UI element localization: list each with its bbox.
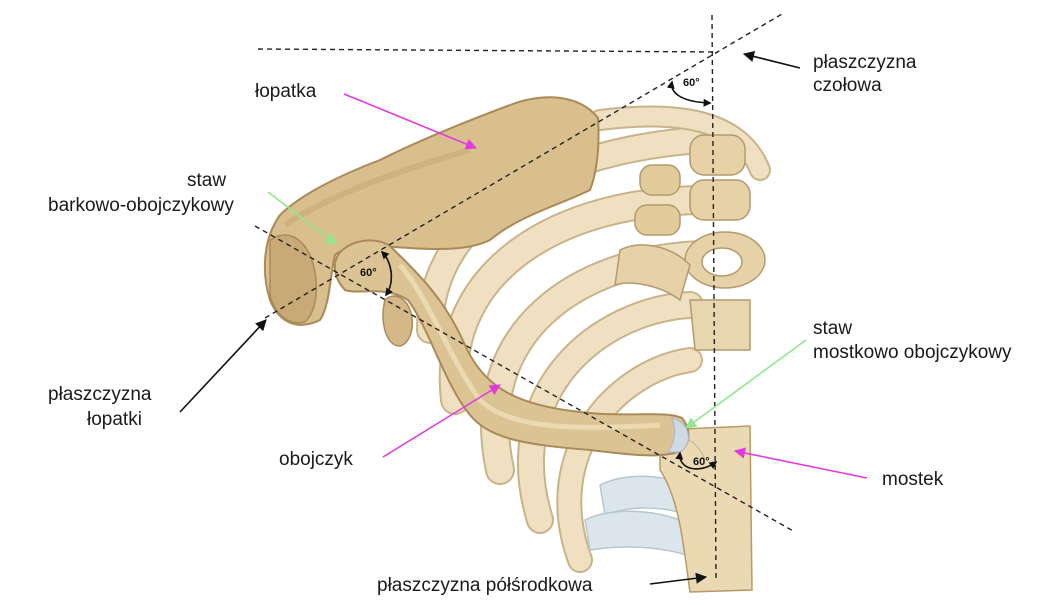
pointer-sternum [735, 451, 867, 478]
label-ac-joint-2: barkowo-obojczykowy [48, 193, 234, 218]
label-sternum: mostek [882, 467, 943, 492]
frontal-plane-line [258, 49, 718, 52]
pointer-scapular-plane [180, 320, 266, 412]
label-midline-plane: płaszczyzna półśrodkowa [377, 573, 592, 598]
label-sc-joint-1: staw [813, 316, 852, 341]
pointer-scapula [344, 94, 476, 148]
pointer-frontal-plane [744, 54, 800, 68]
label-ac-joint-1: staw [187, 168, 226, 193]
label-scapular-plane-1: płaszczyzna [48, 382, 152, 407]
label-clavicle: obojczyk [279, 447, 353, 472]
label-sc-joint-2: mostkowo obojczykowy [813, 340, 1012, 365]
pointer-sc-joint [686, 340, 806, 428]
label-frontal-plane-1: płaszczyzna [813, 50, 917, 75]
label-scapula: łopatka [255, 79, 316, 104]
label-frontal-plane-2: czołowa [813, 73, 882, 98]
angle-label-top: 60° [683, 77, 700, 89]
angle-label-clavicle: 60° [360, 267, 377, 279]
label-scapular-plane-2: łopatki [87, 407, 142, 432]
angle-label-sternum: 60° [693, 456, 710, 468]
